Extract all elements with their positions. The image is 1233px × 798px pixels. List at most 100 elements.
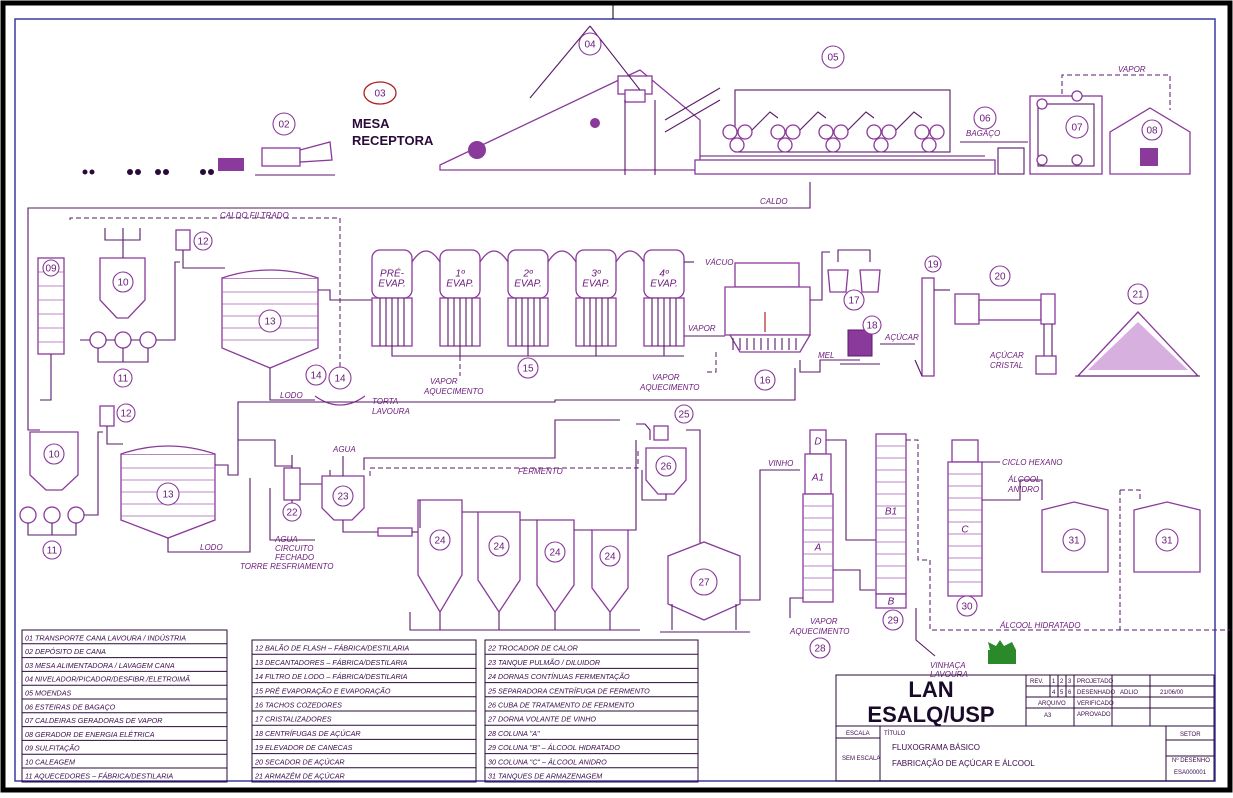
svg-text:22: 22	[286, 508, 298, 519]
svg-text:15: 15	[522, 364, 534, 375]
svg-text:MEL: MEL	[818, 351, 834, 360]
svg-text:DESENHADO: DESENHADO	[1077, 690, 1115, 696]
svg-text:AÇÚCAR: AÇÚCAR	[989, 351, 1024, 360]
svg-text:AGUA: AGUA	[332, 445, 356, 454]
svg-text:27: 27	[698, 578, 710, 589]
svg-text:FLUXOGRAMA BÁSICO: FLUXOGRAMA BÁSICO	[892, 743, 980, 752]
svg-text:06: 06	[979, 114, 991, 125]
svg-text:19: 19	[927, 260, 939, 271]
svg-text:LAVOURA: LAVOURA	[372, 407, 410, 416]
svg-text:13: 13	[162, 490, 174, 501]
svg-text:14: 14	[334, 374, 346, 385]
svg-text:03: 03	[374, 89, 386, 100]
svg-text:A: A	[814, 543, 822, 554]
svg-text:16: 16	[759, 376, 771, 387]
legend-entry: 05 MOENDAS	[25, 689, 72, 698]
svg-text:24: 24	[549, 548, 561, 559]
svg-text:29: 29	[887, 616, 899, 627]
svg-text:CICLO HEXANO: CICLO HEXANO	[1002, 458, 1062, 467]
legend-entry: 15 PRÉ EVAPORAÇÃO E EVAPORAÇÃO	[255, 686, 391, 695]
svg-text:09: 09	[45, 264, 57, 275]
svg-text:23: 23	[337, 492, 349, 503]
svg-text:13: 13	[264, 317, 276, 328]
legend-entry: 20 SECADOR DE AÇÚCAR	[254, 757, 345, 766]
svg-text:EVAP.: EVAP.	[514, 279, 542, 290]
svg-text:VAPOR: VAPOR	[1118, 65, 1146, 74]
legend-entry: 31 TANQUES DE ARMAZENAGEM	[488, 772, 602, 781]
svg-text:SEM ESCALA: SEM ESCALA	[842, 756, 880, 762]
svg-text:21/06/00: 21/06/00	[1160, 690, 1184, 696]
svg-text:10: 10	[117, 278, 129, 289]
legend-entry: 21 ARMAZÉM DE AÇÚCAR	[254, 772, 345, 781]
legend-entry: 11 AQUECEDORES – FÁBRICA/DESTILARIA	[25, 771, 173, 780]
legend-entry: 18 CENTRÍFUGAS DE AÇÚCAR	[255, 729, 361, 738]
svg-text:ADLIO: ADLIO	[1120, 690, 1138, 696]
svg-text:B1: B1	[885, 507, 897, 518]
svg-text:17: 17	[848, 296, 860, 307]
svg-text:VÁCUO: VÁCUO	[705, 258, 733, 267]
svg-text:B: B	[888, 597, 895, 608]
svg-text:REV.: REV.	[1030, 679, 1044, 685]
svg-text:FERMENTO: FERMENTO	[518, 467, 563, 476]
legend-entry: 02 DEPÓSITO DE CANA	[25, 647, 106, 656]
svg-text:TORRE RESFRIAMENTO: TORRE RESFRIAMENTO	[240, 562, 334, 571]
svg-text:VAPOR: VAPOR	[688, 324, 716, 333]
legend-entry: 10 CALEAGEM	[25, 758, 75, 767]
legend-entry: 14 FILTRO DE LODO – FÁBRICA/DESTILARIA	[255, 672, 408, 681]
svg-text:02: 02	[278, 120, 290, 131]
svg-text:12: 12	[120, 409, 132, 420]
svg-text:C: C	[961, 525, 969, 536]
legend-entry: 03 MESA ALIMENTADORA / LAVAGEM CANA	[25, 661, 175, 670]
svg-text:SETOR: SETOR	[1180, 732, 1201, 738]
legend-entry: 27 DORNA VOLANTE DE VINHO	[487, 715, 596, 724]
svg-text:24: 24	[434, 536, 446, 547]
svg-text:AQUECIMENTO: AQUECIMENTO	[789, 627, 849, 636]
svg-text:APROVADO: APROVADO	[1077, 712, 1111, 718]
svg-text:ESALQ/USP: ESALQ/USP	[867, 702, 994, 727]
svg-text:ÁLCOOL HIDRATADO: ÁLCOOL HIDRATADO	[999, 621, 1080, 630]
svg-text:VAPOR: VAPOR	[652, 373, 680, 382]
svg-text:AGUA: AGUA	[274, 535, 298, 544]
svg-text:28: 28	[814, 644, 826, 655]
svg-text:TÍTULO: TÍTULO	[884, 730, 906, 737]
svg-text:20: 20	[994, 272, 1006, 283]
legend-entry: 24 DORNAS CONTÍNUAS FERMENTAÇÃO	[487, 672, 630, 681]
svg-text:A3: A3	[1044, 713, 1052, 719]
legend-entry: 13 DECANTADORES – FÁBRICA/DESTILARIA	[255, 658, 408, 667]
svg-text:11: 11	[118, 374, 129, 385]
svg-text:EVAP.: EVAP.	[446, 279, 474, 290]
legend-entry: 08 GERADOR DE ENERGIA ELÉTRICA	[25, 730, 155, 739]
svg-text:CALDO: CALDO	[760, 197, 788, 206]
svg-text:RECEPTORA: RECEPTORA	[352, 133, 434, 148]
svg-text:AÇÚCAR: AÇÚCAR	[884, 333, 919, 342]
svg-text:21: 21	[1132, 290, 1144, 301]
svg-text:AQUECIMENTO: AQUECIMENTO	[423, 387, 483, 396]
legend-entry: 06 ESTEIRAS DE BAGAÇO	[25, 702, 116, 711]
svg-text:A1: A1	[811, 473, 824, 484]
legend-entry: 16 TACHOS COZEDORES	[255, 701, 342, 710]
legend-entry: 04 NIVELADOR/PICADOR/DESFIBR./ELETROIMÃ	[25, 675, 190, 684]
svg-text:31: 31	[1161, 536, 1173, 547]
svg-text:VINHAÇA: VINHAÇA	[930, 661, 966, 670]
svg-text:ARQUIVO: ARQUIVO	[1038, 701, 1066, 707]
legend-entry: 25 SEPARADORA CENTRÍFUGA DE FERMENTO	[487, 686, 650, 695]
svg-text:25: 25	[678, 410, 690, 421]
svg-text:PROJETADO: PROJETADO	[1077, 679, 1114, 685]
legend-entry: 07 CALDEIRAS GERADORAS DE VAPOR	[25, 716, 162, 725]
legend-entry: 12 BALÃO DE FLASH – FÁBRICA/DESTILARIA	[255, 644, 409, 653]
svg-text:FABRICAÇÃO DE AÇÚCAR E ÁLCOOL: FABRICAÇÃO DE AÇÚCAR E ÁLCOOL	[892, 759, 1035, 768]
svg-text:VAPOR: VAPOR	[810, 617, 838, 626]
svg-text:07: 07	[1071, 123, 1083, 134]
legend-entry: 22 TROCADOR DE CALOR	[487, 644, 578, 653]
svg-text:24: 24	[604, 552, 616, 563]
svg-text:11: 11	[47, 546, 58, 557]
legend-entry: 01 TRANSPORTE CANA LAVOURA / INDÚSTRIA	[25, 633, 186, 642]
legend-entry: 23 TANQUE PULMÃO / DILUIDOR	[487, 658, 600, 667]
svg-text:ESCALA: ESCALA	[846, 731, 870, 737]
svg-text:EVAP.: EVAP.	[650, 279, 678, 290]
svg-text:31: 31	[1068, 536, 1080, 547]
svg-text:LAN: LAN	[908, 677, 953, 702]
legend-entry: 09 SULFITAÇÃO	[25, 744, 80, 753]
